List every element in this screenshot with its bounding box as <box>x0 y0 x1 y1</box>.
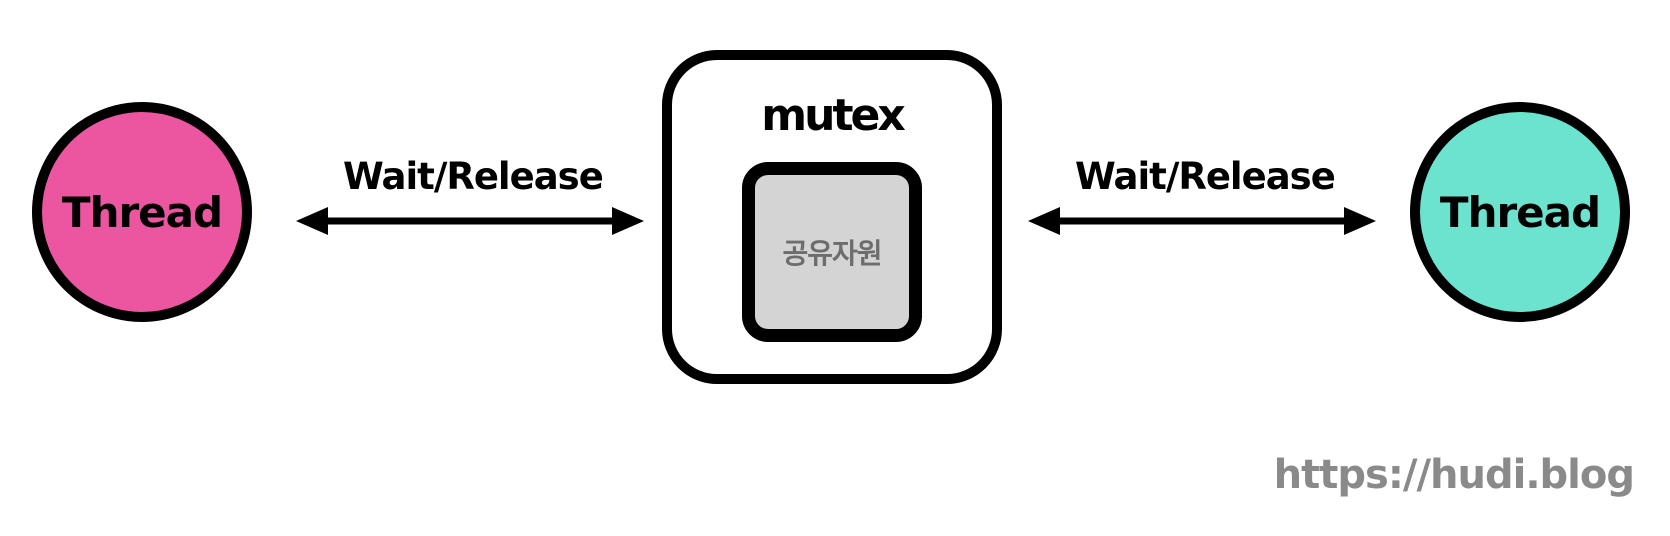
thread-right-label: Thread <box>1439 187 1601 237</box>
shared-resource-box: 공유자원 <box>742 162 922 342</box>
thread-left-label: Thread <box>61 187 223 237</box>
double-arrow-right <box>1028 207 1376 235</box>
thread-right-circle: Thread <box>1410 102 1630 322</box>
double-arrow-left <box>296 207 644 235</box>
watermark-text: https://hudi.blog <box>1273 452 1635 498</box>
shared-resource-label: 공유자원 <box>782 237 882 270</box>
thread-left-circle: Thread <box>32 102 252 322</box>
mutex-title: mutex <box>761 90 905 141</box>
arrow-right-label: Wait/Release <box>1075 155 1336 198</box>
arrow-left-label: Wait/Release <box>343 155 604 198</box>
